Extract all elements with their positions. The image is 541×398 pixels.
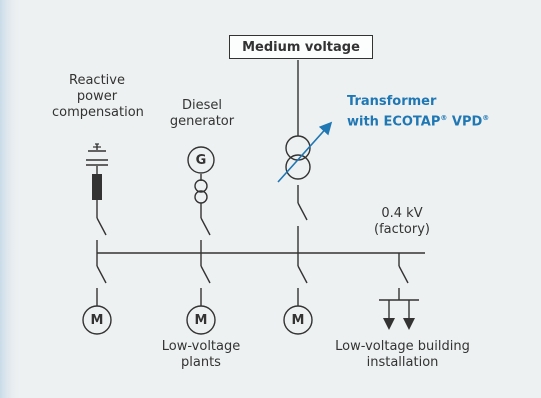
lv-plants-line2: plants [181, 355, 221, 370]
generator-transformer-bottom [194, 190, 208, 204]
low-voltage-plants-label: Low-voltage plants [141, 339, 261, 371]
transformer-ecotap: with ECOTAP [347, 114, 441, 130]
low-voltage-building-label: Low-voltage building installation [320, 339, 485, 371]
building-switch [398, 265, 409, 284]
reactive-label-line2: power [76, 89, 118, 104]
transformer-vpd: VPD [447, 114, 483, 130]
lv-building-line2: installation [366, 355, 439, 370]
generator-symbol: G [195, 152, 207, 168]
feeder-switch-1 [96, 265, 107, 284]
building-arrow-1 [383, 318, 395, 330]
lv-plants-line1: Low-voltage [161, 339, 241, 354]
motor-symbol: M [194, 312, 208, 328]
feeder-switch-2 [200, 265, 211, 284]
diesel-generator-label: Diesel generator [162, 98, 242, 130]
voltage-label-line1: 0.4 kV [381, 206, 423, 221]
left-edge-photo [0, 0, 22, 398]
medium-voltage-box: Medium voltage [229, 35, 373, 59]
voltage-label: 0.4 kV (factory) [366, 206, 438, 238]
motor-circle-1 [82, 305, 112, 335]
reactive-compensation-filter [92, 174, 102, 200]
generator-circle [187, 146, 215, 174]
diesel-label-line1: Diesel [181, 98, 222, 113]
ecotap-regulation-arrow [277, 121, 333, 183]
medium-voltage-label: Medium voltage [242, 39, 360, 55]
voltage-label-line2: (factory) [374, 222, 430, 237]
reactive-label-line1: Reactive [69, 73, 125, 88]
motor-symbol: M [90, 312, 104, 328]
registered-mark: ® [482, 114, 490, 122]
feeder-switch-3 [297, 265, 308, 284]
motor-symbol: M [291, 312, 305, 328]
lv-building-line1: Low-voltage building [335, 339, 470, 354]
reactive-power-label: Reactive power compensation [52, 73, 144, 121]
transformer-switch [297, 202, 308, 221]
registered-mark: ® [440, 114, 448, 122]
reactive-switch [96, 217, 107, 236]
building-arrow-2 [403, 318, 415, 330]
transformer-secondary-winding [285, 154, 311, 180]
generator-transformer-top [194, 179, 208, 193]
transformer-label-line2: with ECOTAP® VPD® [347, 110, 489, 130]
reactive-label-line3: compensation [52, 105, 144, 120]
generator-switch [200, 217, 211, 236]
motor-circle-2 [186, 305, 216, 335]
diesel-label-line2: generator [169, 114, 235, 129]
motor-circle-3 [283, 305, 313, 335]
transformer-label-line1: Transformer [347, 94, 437, 109]
transformer-label: Transformer with ECOTAP® VPD® [347, 94, 489, 130]
